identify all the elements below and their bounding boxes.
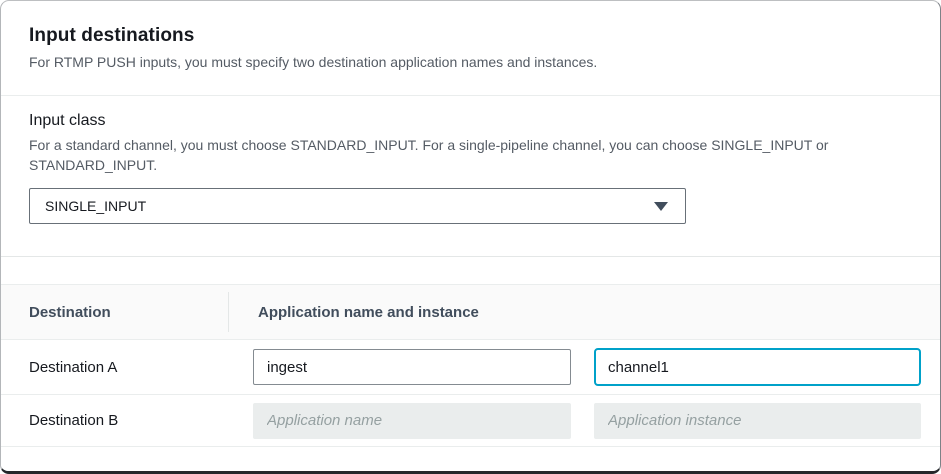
row-label-destination-b: Destination B xyxy=(29,412,119,429)
input-class-selected-value: SINGLE_INPUT xyxy=(45,198,147,214)
column-divider xyxy=(228,292,229,332)
table-header-row: Destination Application name and instanc… xyxy=(1,285,940,340)
application-instance-input-b xyxy=(594,402,921,439)
input-class-label: Input class xyxy=(29,112,106,129)
caret-down-icon xyxy=(654,201,668,211)
panel-header: Input destinations For RTMP PUSH inputs,… xyxy=(1,1,940,96)
table-row-destination-b: Destination B xyxy=(1,395,940,447)
table-row-destination-a: Destination A xyxy=(1,340,940,395)
destinations-table: Destination Application name and instanc… xyxy=(1,285,940,447)
page-title: Input destinations xyxy=(29,25,195,46)
input-class-section: Input class For a standard channel, you … xyxy=(1,96,940,256)
application-name-input-b xyxy=(253,402,571,439)
input-class-description: For a standard channel, you must choose … xyxy=(29,137,829,173)
application-name-input-a[interactable] xyxy=(253,349,571,385)
input-class-select[interactable]: SINGLE_INPUT xyxy=(29,188,686,224)
column-header-destination: Destination xyxy=(29,303,111,321)
panel-footer-space xyxy=(1,447,940,471)
section-divider xyxy=(1,256,940,285)
panel-description: For RTMP PUSH inputs, you must specify t… xyxy=(29,54,598,70)
row-label-destination-a: Destination A xyxy=(29,358,118,376)
application-instance-input-a[interactable] xyxy=(594,348,921,386)
column-header-application-name-and-instance: Application name and instance xyxy=(258,303,479,321)
